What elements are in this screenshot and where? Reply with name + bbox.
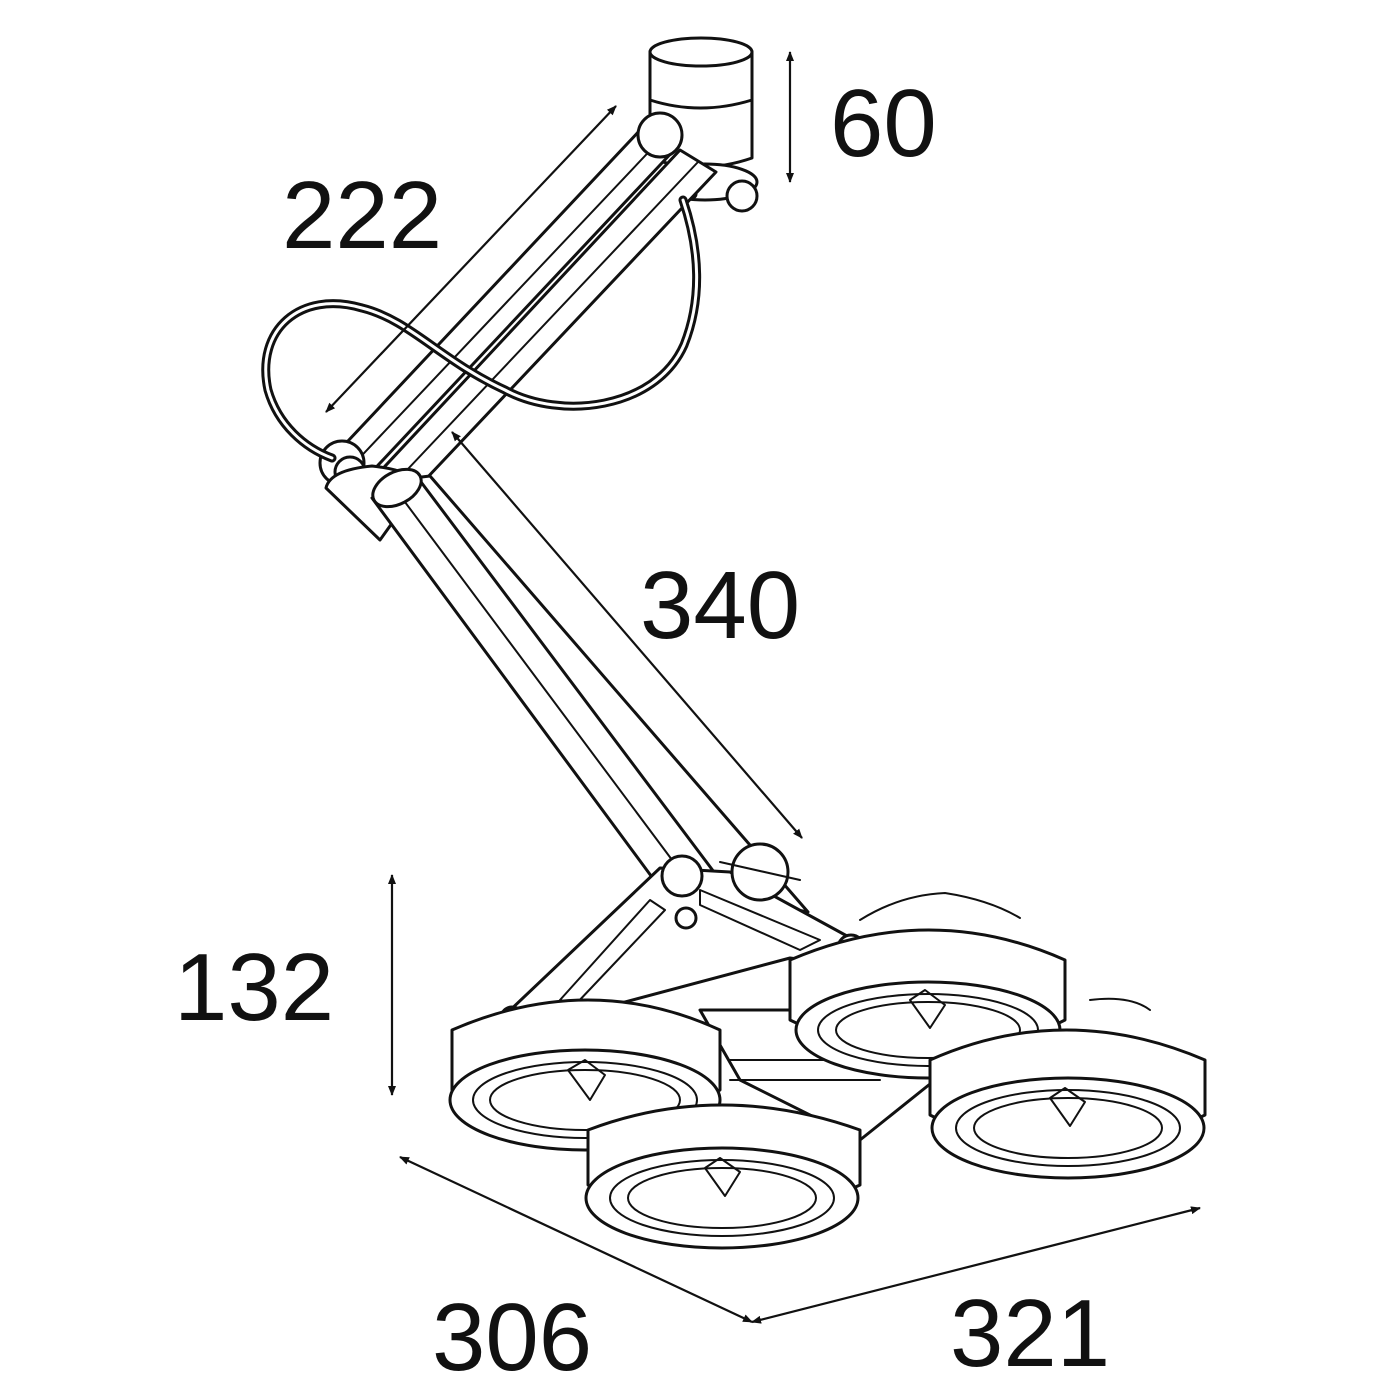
dim-label-321: 321: [950, 1280, 1110, 1387]
dim-label-132: 132: [174, 934, 334, 1041]
dim-label-222: 222: [282, 162, 442, 269]
lower-arm: [324, 464, 810, 914]
dim-label-340: 340: [640, 552, 800, 659]
dimension-lines: [325, 51, 1201, 1324]
light-module-right: [928, 997, 1207, 1180]
dim-line-306: [399, 1156, 753, 1323]
dim-line-321: [751, 1206, 1201, 1324]
dim-line-222: [325, 105, 617, 413]
light-module-front-center: [584, 1103, 862, 1250]
dim-label-60: 60: [830, 70, 937, 177]
dim-label-306: 306: [432, 1284, 592, 1391]
dim-line-340: [451, 431, 803, 839]
